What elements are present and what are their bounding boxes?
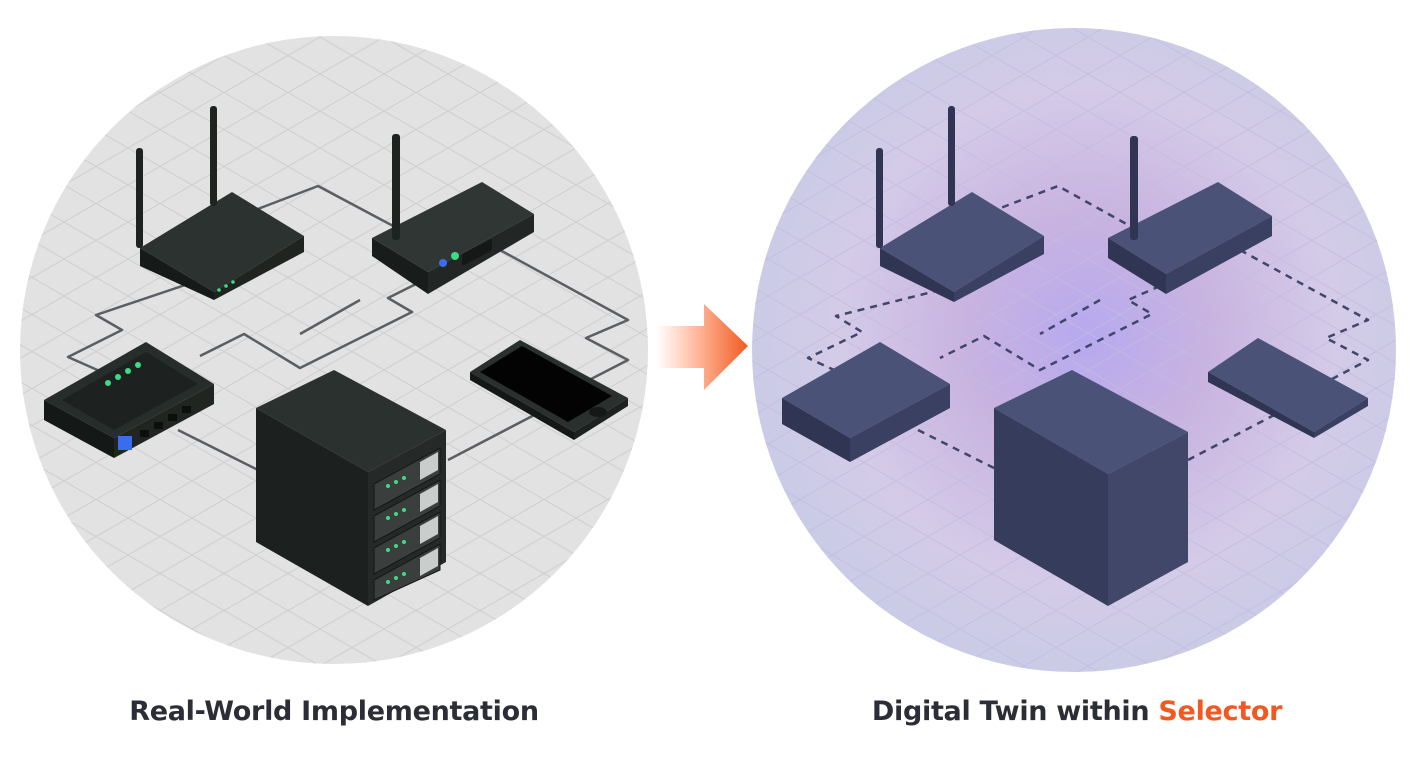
network-switch-icon bbox=[44, 342, 214, 458]
wifi-router-icon bbox=[136, 106, 304, 300]
real-world-caption: Real-World Implementation bbox=[129, 696, 539, 727]
router-twin-icon bbox=[876, 106, 1044, 302]
digital-twin-links bbox=[806, 184, 1370, 472]
access-point-icon bbox=[372, 134, 534, 294]
digital-twin-panel bbox=[752, 28, 1396, 672]
access-point-twin-icon bbox=[1108, 136, 1272, 294]
switch-twin-icon bbox=[782, 342, 950, 462]
arrow-right-icon bbox=[656, 304, 748, 390]
smartphone-twin-icon bbox=[1208, 338, 1368, 438]
real-world-cables bbox=[66, 184, 630, 472]
server-rack-bays bbox=[373, 447, 441, 601]
smartphone-icon bbox=[470, 340, 628, 440]
digital-twin-caption-prefix: Digital Twin within bbox=[871, 696, 1159, 727]
server-rack-icon bbox=[256, 370, 446, 606]
real-world-panel bbox=[20, 36, 648, 664]
server-twin-icon bbox=[994, 370, 1188, 606]
selector-brand-text: Selector bbox=[1158, 696, 1283, 727]
digital-twin-caption: Digital Twin within Selector bbox=[827, 690, 1327, 734]
